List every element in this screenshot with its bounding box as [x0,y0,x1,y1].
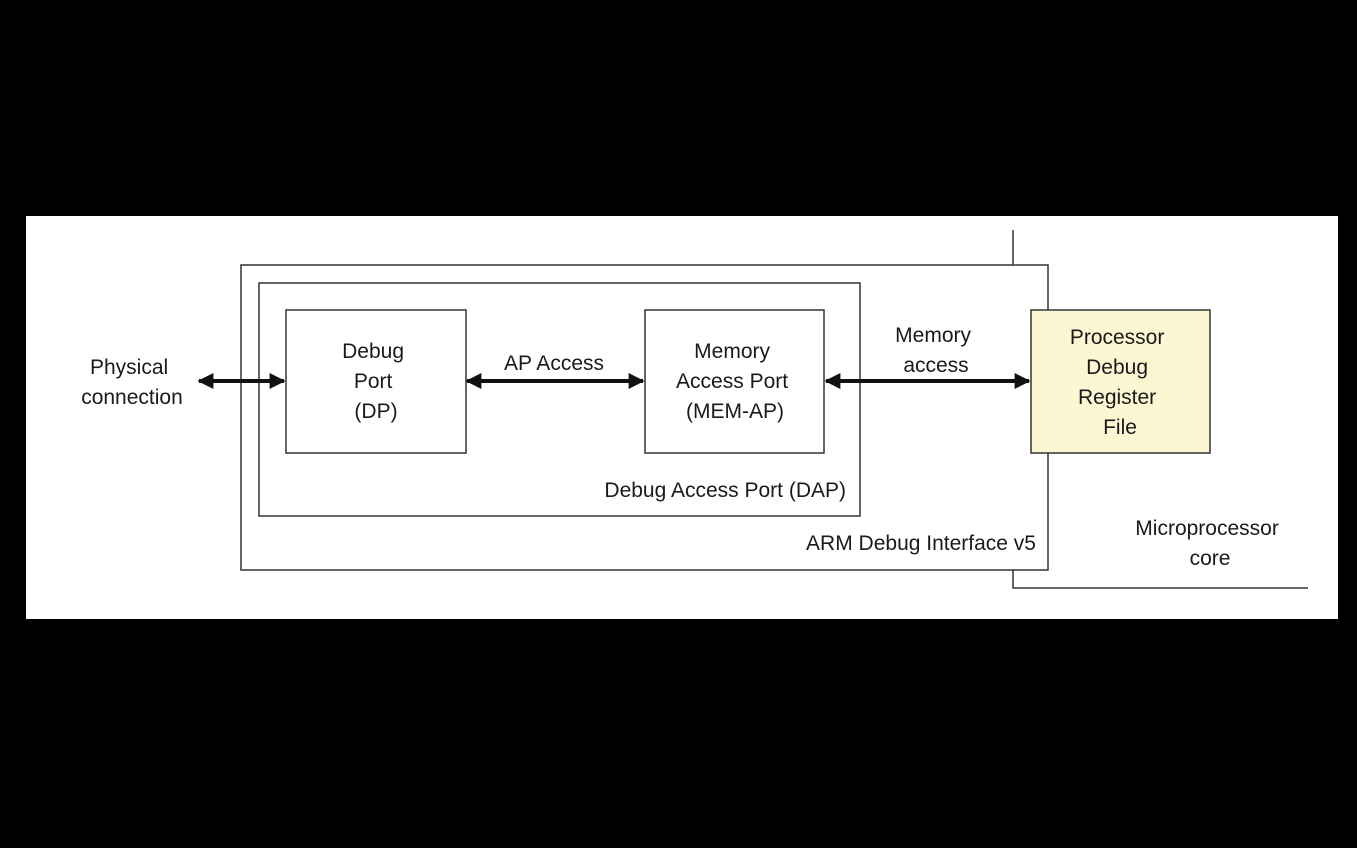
debug-port-label: Debug Port (DP) [342,340,410,423]
mem-ap-box [644,309,825,454]
adi-label: ARM Debug Interface v5 [806,532,1036,555]
dap-label: Debug Access Port (DAP) [604,479,846,502]
processor-debug-register-file-box [1030,309,1211,454]
memory-access-label: Memory access [895,324,977,377]
physical-connection-label: Physical connection [81,356,183,409]
mem-ap-label: Memory Access Port (MEM-AP) [676,340,794,423]
processor-debug-register-file-label: Processor Debug Register File [1070,326,1170,439]
ap-access-label: AP Access [504,352,604,375]
debug-port-box [285,309,467,454]
microprocessor-core-label: Microprocessor core [1135,517,1284,570]
